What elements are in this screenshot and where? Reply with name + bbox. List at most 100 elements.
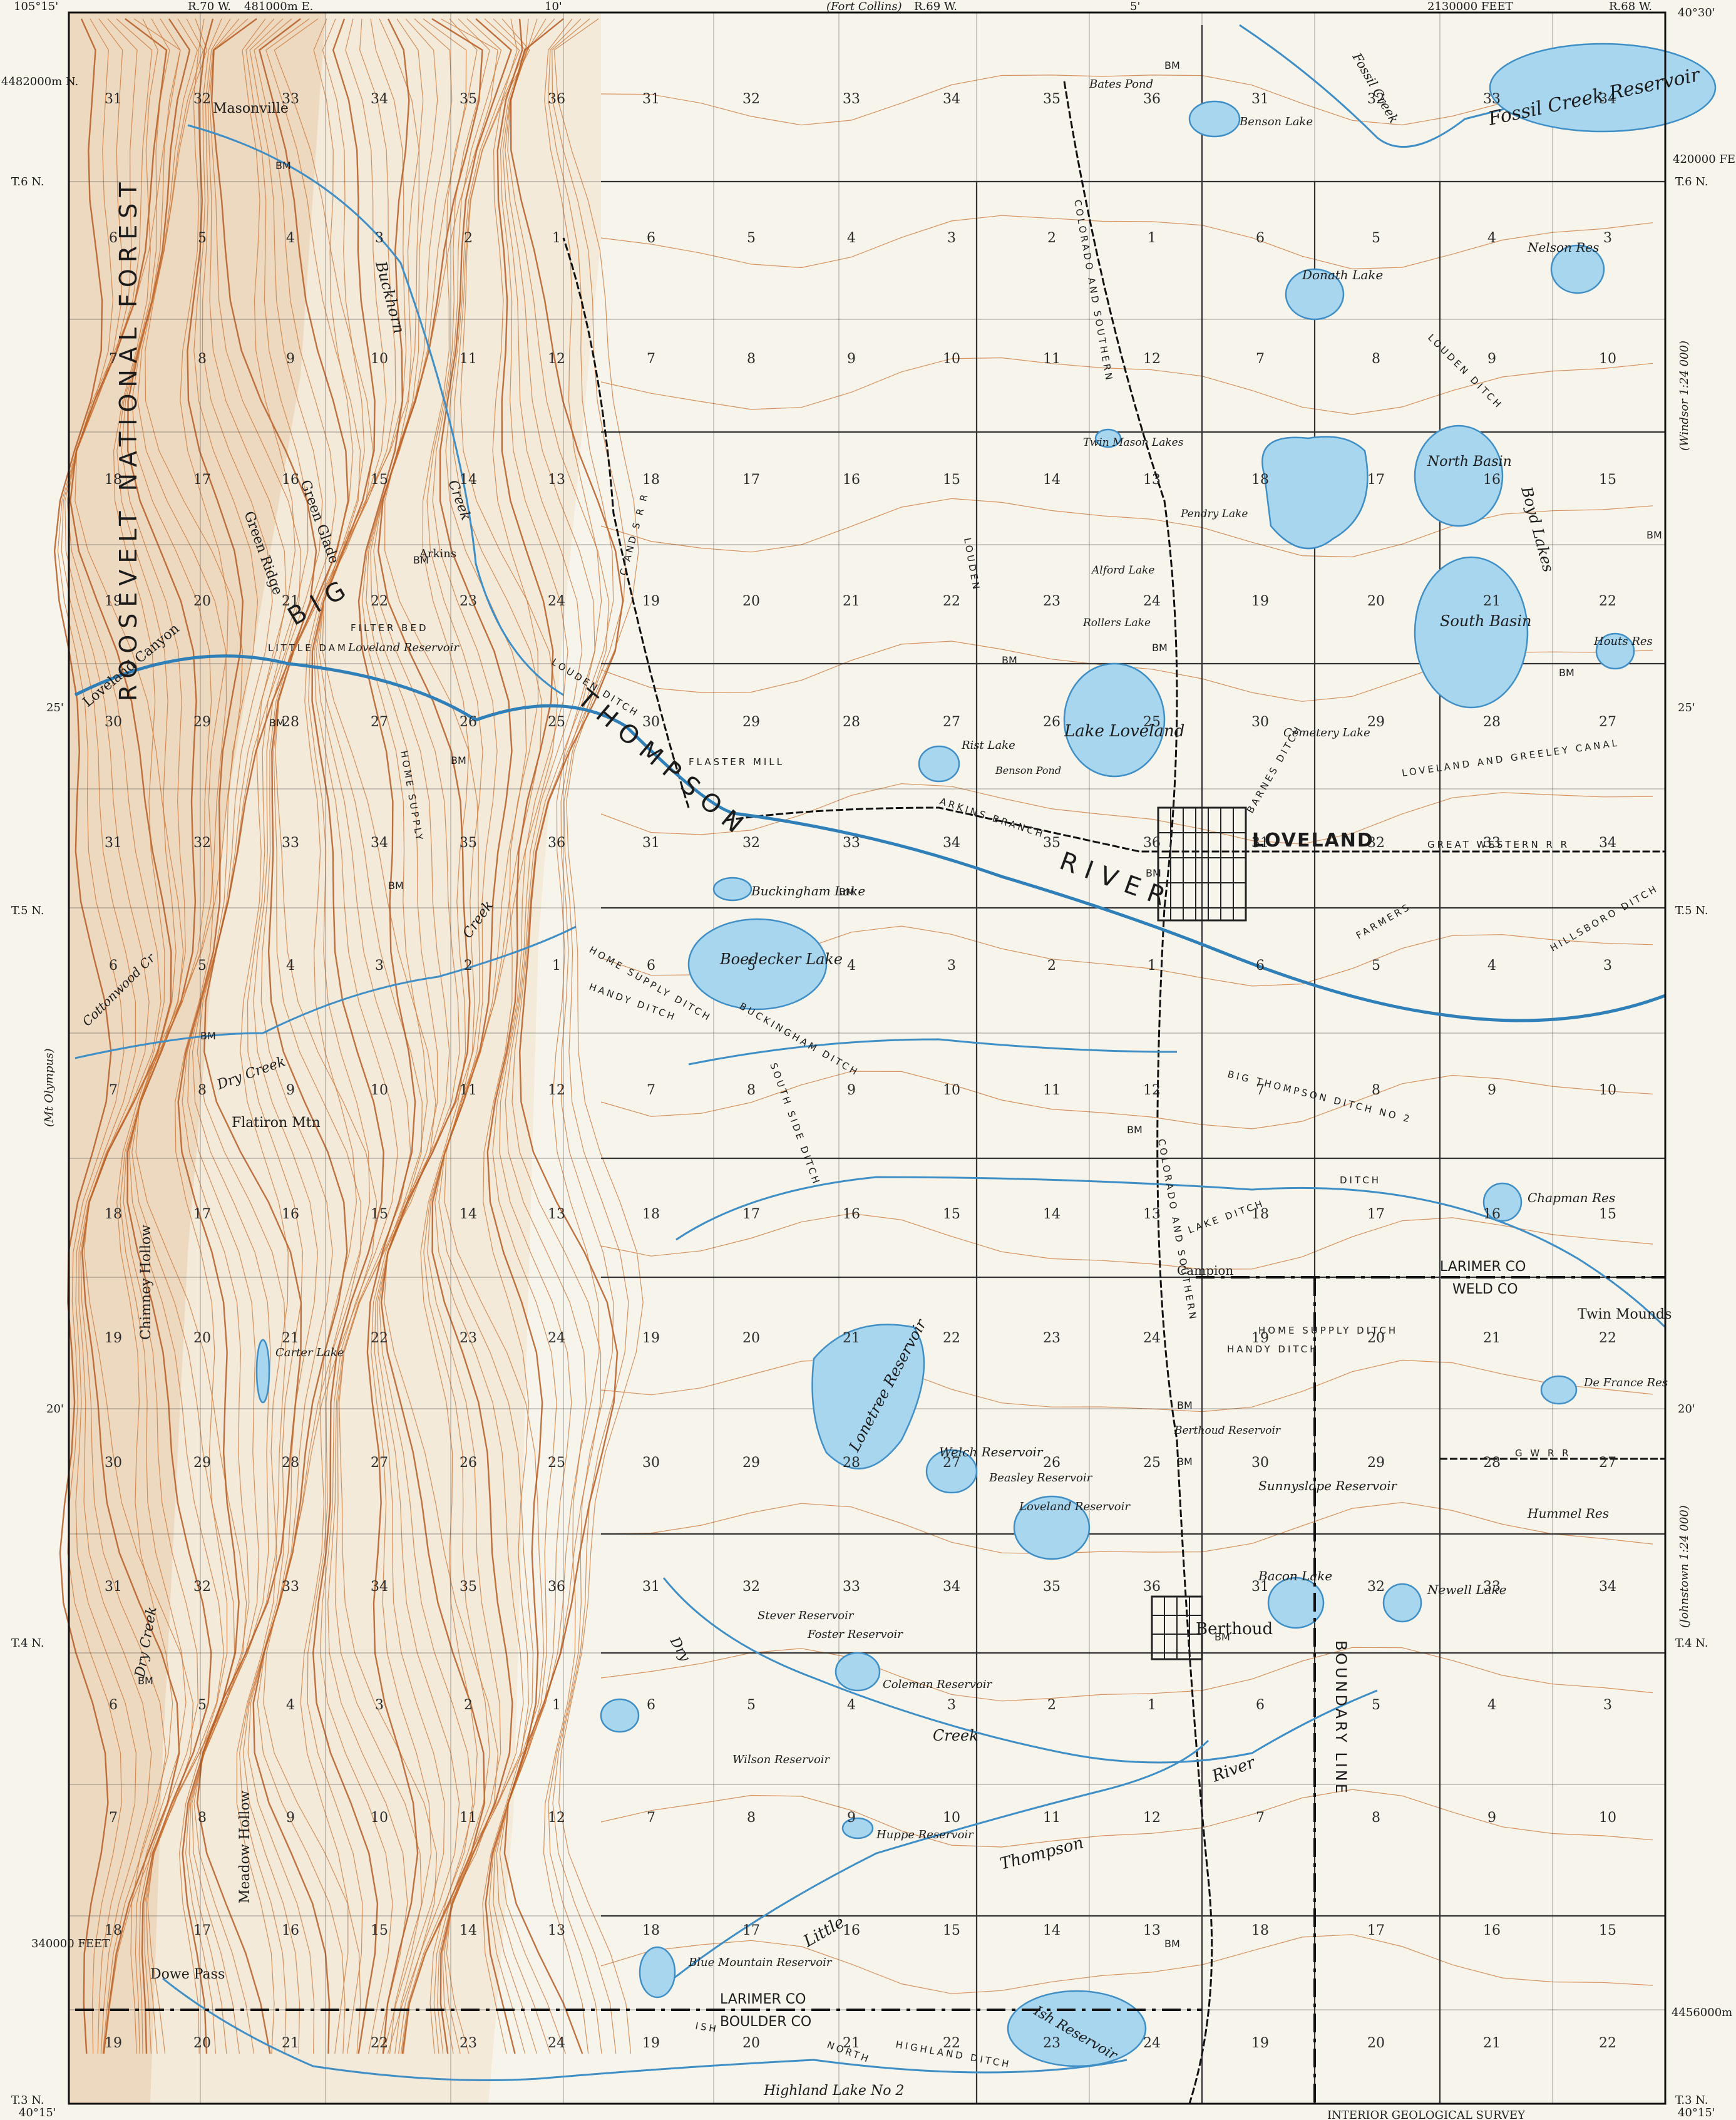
- wilson-reservoir-shape: [600, 1698, 640, 1733]
- section-number: 16: [282, 472, 299, 488]
- section-number: 23: [1043, 594, 1061, 609]
- barnes-ditch: BARNES DITCH: [1245, 723, 1305, 815]
- de-france-res-label: De France Res: [1583, 1376, 1668, 1389]
- section-number: 9: [847, 351, 856, 367]
- section-number: 10: [1599, 1810, 1616, 1826]
- section-number: 22: [1599, 2035, 1616, 2051]
- section-number: 9: [286, 351, 295, 367]
- blue-mountain-reservoir-shape: [639, 1946, 676, 1999]
- contour-line: [600, 75, 1653, 126]
- section-number: 12: [548, 1083, 565, 1098]
- section-number: 3: [1603, 230, 1612, 246]
- north-basin-main-shape: [1414, 425, 1504, 527]
- railroads: [562, 81, 1665, 2104]
- section-number: 34: [1599, 91, 1616, 107]
- section-number: 10: [371, 1083, 388, 1098]
- roosevelt-national-forest: ROOSEVELT NATIONAL FOREST: [115, 176, 142, 701]
- section-number: 13: [1143, 1923, 1161, 1938]
- section-number: 14: [460, 1923, 477, 1938]
- larimer-co-upper: LARIMER CO: [1440, 1259, 1526, 1275]
- township-5n-right: T.5 N.: [1675, 904, 1708, 917]
- section-number: 33: [282, 835, 299, 851]
- boulder-co: BOULDER CO: [720, 2014, 811, 2030]
- section-number: 16: [282, 1207, 299, 1222]
- section-number: 22: [371, 594, 388, 609]
- section-number: 24: [1143, 594, 1161, 609]
- section-number: 30: [1251, 1455, 1269, 1471]
- section-number: 16: [843, 472, 860, 488]
- section-number: 25: [548, 1455, 565, 1471]
- lake-loveland-label: Lake Loveland: [1064, 722, 1184, 741]
- benchmark-label: BM: [269, 717, 285, 729]
- section-number: 5: [1372, 958, 1380, 974]
- section-number: 32: [1367, 91, 1385, 107]
- contour-line: [438, 18, 542, 2054]
- section-number: 30: [642, 1455, 660, 1471]
- section-number: 13: [1143, 472, 1161, 488]
- section-number: 36: [1143, 835, 1161, 851]
- contour-line: [257, 18, 361, 2054]
- contour-line: [318, 18, 423, 2054]
- great-western-rr: GREAT WESTERN R R: [1427, 839, 1569, 850]
- benchmark-label: BM: [1559, 667, 1574, 679]
- boedecker-lake-shape: [687, 918, 828, 1011]
- section-number: 7: [109, 351, 118, 367]
- section-number: 20: [1367, 1330, 1385, 1346]
- section-number: 32: [742, 1579, 760, 1595]
- section-number: 12: [1143, 351, 1161, 367]
- section-number: 8: [1372, 351, 1380, 367]
- section-number: 10: [371, 1810, 388, 1826]
- section-number: 20: [1367, 2035, 1385, 2051]
- wilson-reservoir-label: Wilson Reservoir: [732, 1753, 831, 1766]
- pendry-lake-label: Pendry Lake: [1180, 508, 1248, 520]
- township-3n-left: T.3 N.: [11, 2094, 44, 2107]
- feet-left: 340000 FEET: [31, 1937, 110, 1950]
- section-number: 27: [1599, 714, 1616, 730]
- boyd-lakes-label: Boyd Lakes: [1518, 484, 1558, 574]
- section-number: 19: [105, 594, 122, 609]
- section-number: 10: [943, 1083, 960, 1098]
- section-number: 15: [371, 1207, 388, 1222]
- section-number: 23: [460, 1330, 477, 1346]
- benchmark-label: BM: [1646, 529, 1662, 541]
- contour-line: [373, 18, 473, 2054]
- section-number: 13: [548, 472, 565, 488]
- section-number: 36: [548, 91, 565, 107]
- township-6n-right: T.6 N.: [1675, 175, 1708, 188]
- flatiron-mtn-label: Flatiron Mtn: [232, 1115, 321, 1131]
- lake-loveland-shape: [1063, 662, 1166, 778]
- section-number: 32: [742, 835, 760, 851]
- section-number: 22: [371, 2035, 388, 2051]
- contour-line: [420, 18, 478, 2054]
- section-number: 9: [847, 1810, 856, 1826]
- filter-bed-label: FILTER BED: [351, 622, 429, 634]
- section-number: 16: [1483, 1923, 1501, 1938]
- boedecker-lake-label: Boedecker Lake: [719, 950, 843, 968]
- section-number: 28: [282, 714, 299, 730]
- section-number: 19: [105, 2035, 122, 2051]
- meadow-hollow-label: Meadow Hollow: [237, 1790, 253, 1903]
- section-number: 28: [843, 714, 860, 730]
- section-number: 30: [1251, 714, 1269, 730]
- section-number: 11: [1043, 351, 1061, 367]
- section-number: 29: [1367, 714, 1385, 730]
- section-number: 18: [105, 472, 122, 488]
- towns: [1151, 806, 1247, 1660]
- twin-mason-lakes-label: Twin Mason Lakes: [1083, 436, 1184, 449]
- benchmark-label: BM: [413, 554, 429, 566]
- section-number: 24: [548, 1330, 565, 1346]
- section-number: 10: [943, 351, 960, 367]
- contour-line: [499, 18, 610, 2054]
- contour-line: [423, 18, 490, 2054]
- section-number: 31: [105, 1579, 122, 1595]
- section-number: 14: [460, 472, 477, 488]
- section-number: 9: [1487, 1083, 1496, 1098]
- little-label: Little: [800, 1913, 848, 1952]
- section-number: 7: [647, 1083, 655, 1098]
- windsor-quad: (Windsor 1:24 000): [1678, 341, 1691, 451]
- contour-line: [553, 18, 644, 2054]
- home-supply-ditch-2: HOME SUPPLY DITCH: [1258, 1325, 1398, 1336]
- highland-lake-no2-label: Highland Lake No 2: [763, 2083, 904, 2099]
- top-right-lat: 40°30': [1678, 6, 1715, 19]
- nelson-res-label: Nelson Res: [1527, 240, 1599, 255]
